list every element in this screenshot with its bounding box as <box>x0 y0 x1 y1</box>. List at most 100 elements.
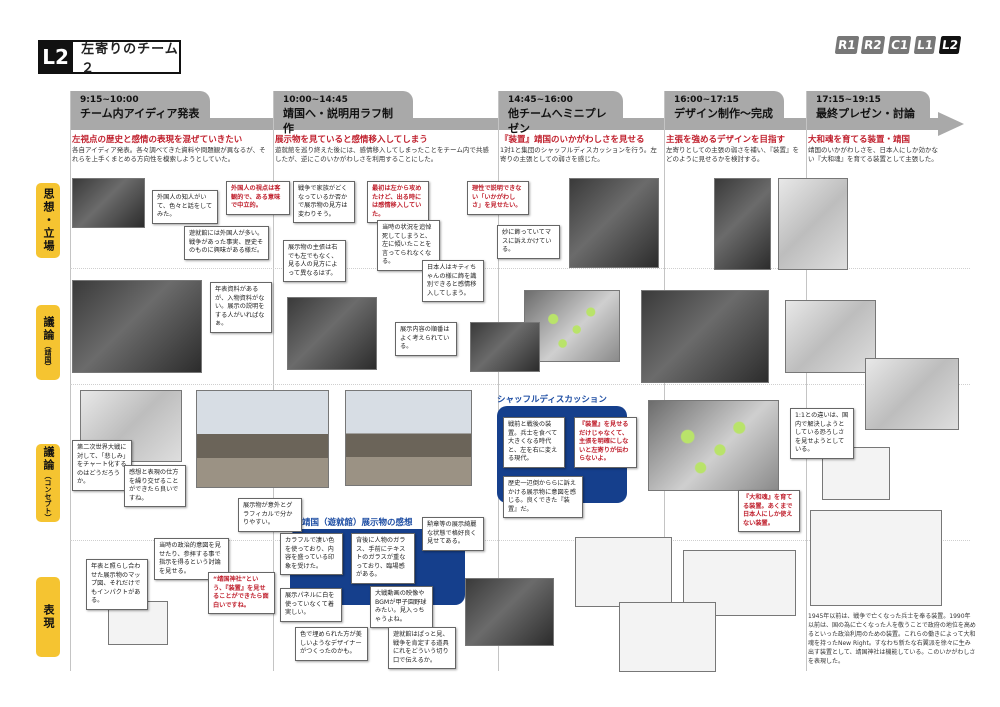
team-code-r1: R1 <box>834 36 859 54</box>
row-label-discussion-concept: 議論（コンセプト） <box>36 444 60 522</box>
timeline-arrow-icon <box>938 112 964 136</box>
note-chronology: 年表資料があるが、入物資料がない。展示の説明をする人がいればなぁ。 <box>210 282 272 333</box>
row-label-text: 議論 <box>42 315 55 342</box>
phase-time: 16:00~17:15 <box>674 95 739 105</box>
note-colorful: カラフルで凄い色を使っており、内容を盛っている印象を受けた。 <box>280 533 343 575</box>
row-label-thought: 思想・立場 <box>36 183 60 258</box>
team-code-r2: R2 <box>860 36 885 54</box>
note-foreigners-many: 遊就館には外国人が多い。戦争があった事実、歴史そのものに興味がある様だ。 <box>184 226 269 260</box>
row-label-discussion-yasukuni: 議論（靖国） <box>36 305 60 380</box>
team-code: L2 <box>38 40 74 74</box>
note-yamato-red: 『大和魂』を育てる装置。あくまで日本人にしか使えない装置。 <box>738 490 800 532</box>
photo-shrine-group <box>345 390 472 486</box>
phase-title: 最終プレゼン・討論 <box>816 107 915 120</box>
phase-desc: 1対1と集団のシャッフルディスカッションを行う。左寄りの主張としての弱さを感じた… <box>500 146 657 163</box>
photo-sticky-board <box>648 400 779 491</box>
photo-sticky-hands <box>470 322 540 372</box>
note-exhibit-order: 展示内容の順番はよく考えられている。 <box>395 322 457 356</box>
phase-time: 9:15~10:00 <box>80 95 139 105</box>
note-empathy-red: 最初は左から攻めたけど、出る時には感情移入していた。 <box>367 181 429 223</box>
note-foreign-friend: 外国人の知人がいて、色々と話をしてみた。 <box>152 190 218 224</box>
phase-head: 左視点の歴史と感情の表現を混ぜていきたい <box>72 135 243 145</box>
phase-time: 14:45~16:00 <box>508 95 573 105</box>
phase-time: 10:00~14:45 <box>283 95 348 105</box>
photo-yasukuni-shrine <box>196 390 329 488</box>
phase-summary-5: 大和魂を育てる装置・靖国 靖国のいかがわしさを、日本人にしか効かない『大和魂』を… <box>808 135 938 164</box>
team-code-l2: L2 <box>938 36 962 54</box>
team-code-l1: L1 <box>913 36 937 54</box>
team-name: 左寄りのチーム２ <box>81 42 179 76</box>
phase-head: 大和魂を育てる装置・靖国 <box>808 135 911 145</box>
note-map: 年表と照らし合わせた展示物のマップ図、それだけでもインパクトがある。 <box>86 559 148 610</box>
phase-title: チーム内アイディア発表 <box>80 107 200 120</box>
phase-tab-5: 17:15~19:15 最終プレゼン・討論 <box>806 91 930 124</box>
shuffle-discussion-title: シャッフルディスカッション <box>497 395 607 405</box>
phase-title: デザイン制作〜完成 <box>674 107 773 120</box>
note-foreign-view: 外国人の視点は客観的で、ある意味で中立的。 <box>226 181 290 215</box>
note-sorrow-chart: 第二次世界大戦に対して、「悲しみ」をチャート化するのはどうだろうか。 <box>72 440 132 491</box>
phase-summary-3: 『装置』靖国のいかがわしさを見せる 1対1と集団のシャッフルディスカッションを行… <box>500 135 660 164</box>
note-expression-mix: 感想と表現の仕方を繰り交ぜることができたら良いですね。 <box>124 465 186 507</box>
phase-head: 主張を強めるデザインを目指す <box>666 135 786 145</box>
note-clear-claim-red: 『装置』を見せるだけじゃなくて、主張を明確にしないと左寄りが伝わらないよ。 <box>574 417 637 468</box>
note-graphical: 展示物が意外とグラフィカルで分かりやすい。 <box>238 498 302 532</box>
column-divider <box>273 91 274 671</box>
phase-time: 17:15~19:15 <box>816 95 881 105</box>
photo-sketch-profit <box>619 602 716 672</box>
team-code-c1: C1 <box>887 36 912 54</box>
phase-desc: 各自アイディア発表。各々調べてきた資料や問題観が異なるが、それらを上手くまとめる… <box>72 146 266 163</box>
note-device-red: “靖国神社”という、『装置』を見せることができたら面白いですね。 <box>208 572 275 614</box>
row-label-sub: （コンセプト） <box>44 471 52 521</box>
photo-discussion-table <box>287 297 377 370</box>
phase-summary-2: 展示物を見ていると感情移入してしまう 遊就館を巡り終えた後には、感情移入してしま… <box>275 135 493 164</box>
team-label: L2 左寄りのチーム２ <box>38 40 181 76</box>
phase-summary-1: 左視点の歴史と感情の表現を混ぜていきたい 各自アイディア発表。各々調べてきた資料… <box>72 135 267 164</box>
note-situation: 当時の状況を追悼死してしまうと、左に傾いたことを言ってられなくなる。 <box>377 220 440 271</box>
row-divider <box>70 384 970 385</box>
final-summary: 1945年以前は、戦争で亡くなった兵士を奉る装置。1990年以前は、国の為に亡く… <box>808 613 976 665</box>
note-kitty: 日本人はキティちゃんの様に飾を識別できると感情移入してしまう。 <box>422 260 484 302</box>
note-prewar-postwar: 戦前と戦後の装置。兵士を食べて大きくなる時代と、左を右に変える現代。 <box>503 417 565 468</box>
photo-final-presentation <box>865 358 959 430</box>
photo-sketch-final <box>810 510 942 606</box>
phase-tab-1: 9:15~10:00 チーム内アイディア発表 <box>70 91 210 124</box>
phase-tab-3: 14:45~16:00 他チームへミニプレゼン <box>498 91 623 135</box>
phase-desc: 左寄りとしての主張の弱さを補い、『装置』をどのように見せるかを検討する。 <box>666 146 800 163</box>
note-mass-appeal: 妙に飾っていてマスに訴えかけている。 <box>497 225 560 259</box>
photo-whiteboard <box>778 178 848 270</box>
note-medals: 勲章等の展示綺麗な状態で格好良く見せてある。 <box>422 517 484 551</box>
photo-seated-discussion <box>569 178 659 268</box>
note-affirm-war: 遊就館はぱっと見、戦争を肯定する道具にれをどういう切り口で伝えるか。 <box>388 627 456 669</box>
photo-sketch-flow <box>575 537 672 607</box>
phase-head: 展示物を見ていると感情移入してしまう <box>275 135 428 145</box>
phase-tab-4: 16:00~17:15 デザイン制作〜完成 <box>664 91 784 124</box>
yasukuni-panel-title: 靖国（遊就館）展示物の感想 <box>302 518 413 528</box>
photo-group-work <box>641 290 769 383</box>
note-domestic: 1:1との違いは、国内で解決しようとしている恐ろしさを見せようとしている。 <box>790 408 854 459</box>
row-label-text: 表現 <box>42 604 55 630</box>
column-divider <box>806 91 807 671</box>
phase-tab-2: 10:00~14:45 靖国へ・説明用ラフ制作 <box>273 91 413 135</box>
photo-team-meeting <box>72 280 202 373</box>
photo-sticky-notes <box>524 290 620 362</box>
note-good-device: 歴史一辺倒かららに訴えかける展示物に意図を感じる。良くできた『装置』だ。 <box>503 476 583 518</box>
phase-head: 『装置』靖国のいかがわしさを見せる <box>500 135 645 145</box>
row-label-text: 思想・立場 <box>42 188 55 253</box>
row-label-text: 議論 <box>42 445 55 472</box>
note-glass-layers: 背後に人物のガラス、手前にテキストのガラスが重なっており、臨場感がある。 <box>351 533 415 584</box>
column-divider <box>70 91 71 671</box>
row-label-expression: 表現 <box>36 577 60 657</box>
photo-workshop-room <box>465 578 554 646</box>
note-designer: 色で埋められた方が美しいようなデザイナーがつくったのかも。 <box>295 627 368 661</box>
photo-drawing-board <box>714 178 771 270</box>
phase-title: 靖国へ・説明用ラフ制作 <box>283 107 393 135</box>
photo-office <box>72 178 145 228</box>
note-white-panel: 展示パネルに白を使っていなくて着実しい。 <box>280 588 342 622</box>
phase-summary-4: 主張を強めるデザインを目指す 左寄りとしての主張の弱さを補い、『装置』をどのよう… <box>666 135 802 164</box>
note-exhibit-view: 展示物の主張は右でも左でもなく、見る人の見方によって異なるはず。 <box>283 240 346 282</box>
phase-desc: 遊就館を巡り終えた後には、感情移入してしまったことをチーム内で共感したが、逆にこ… <box>275 146 489 163</box>
row-label-sub: （靖国） <box>44 341 52 370</box>
photo-sketch-small <box>822 447 890 500</box>
phase-desc: 靖国のいかがわしさを、日本人にしか効かない『大和魂』を育てる装置として主張した。 <box>808 146 938 163</box>
note-family-war: 戦争で家族がどくなっているか否かで展示物の見方は変わりそう。 <box>293 181 355 223</box>
